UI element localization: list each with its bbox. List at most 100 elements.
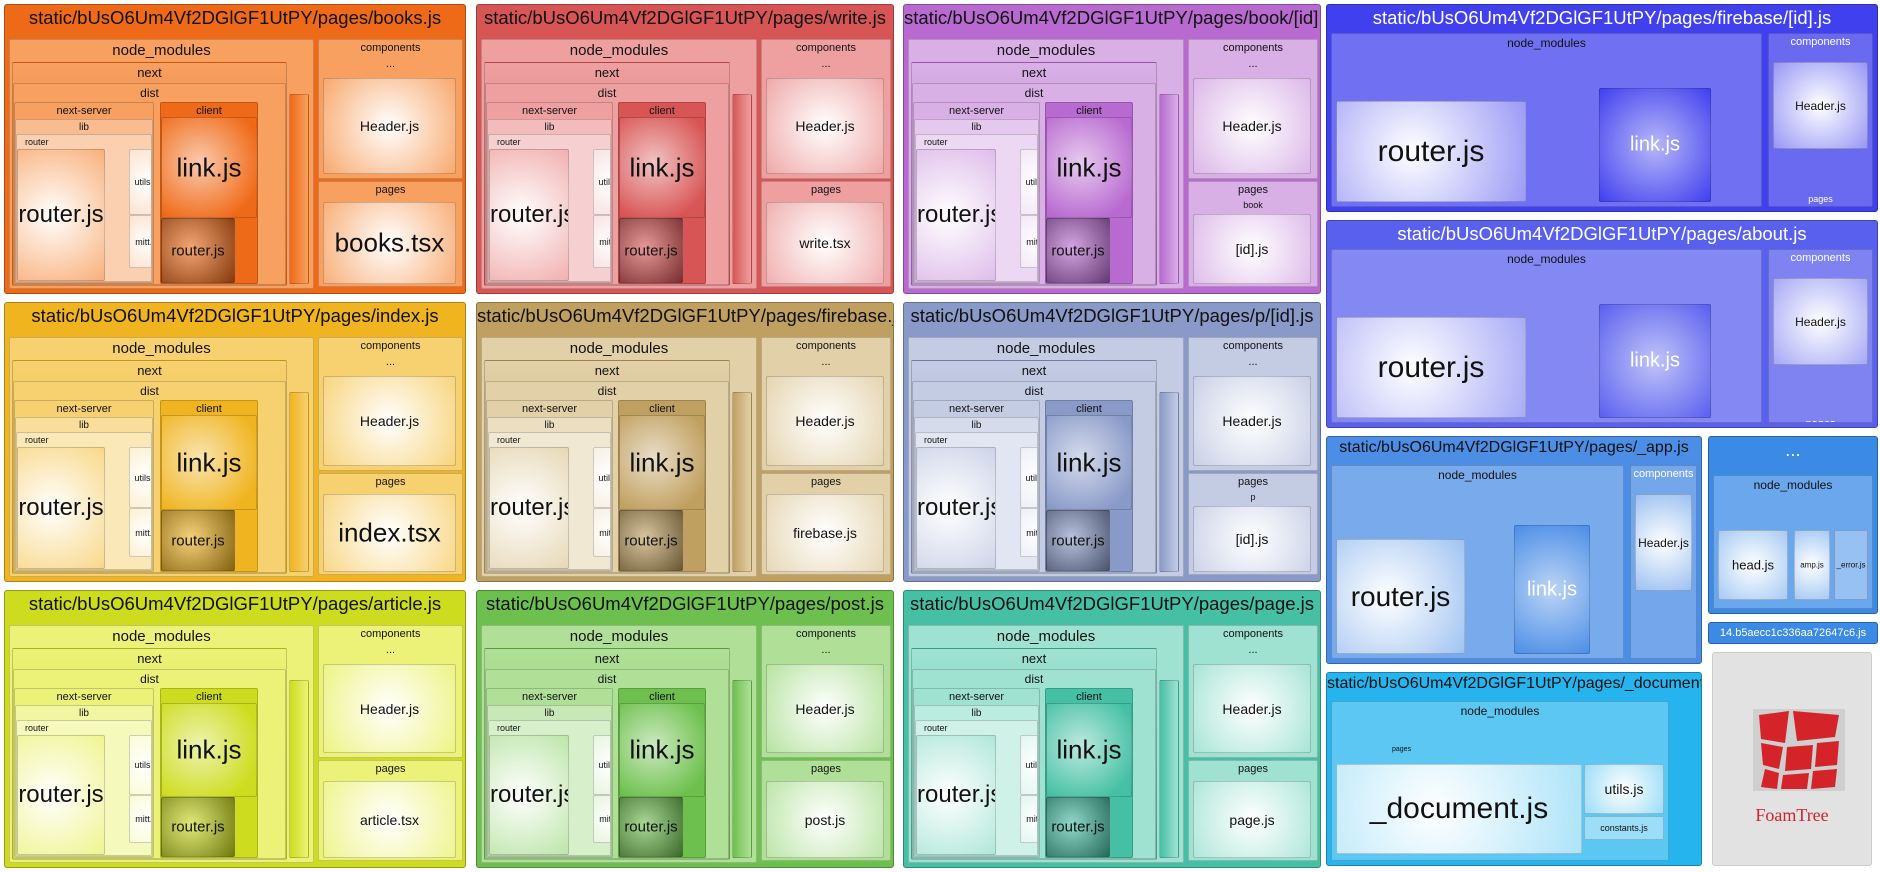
bundle-group[interactable]: static/bUsO6Um4Vf2DGlGF1UtPY/pages/about…: [1326, 220, 1878, 428]
utils-js-box[interactable]: utils.js: [593, 149, 610, 215]
bundle-group[interactable]: static/bUsO6Um4Vf2DGlGF1UtPY/pages/page.…: [903, 590, 1321, 868]
constants-js-box[interactable]: constants.js: [1584, 816, 1664, 840]
next-server-box[interactable]: next-serverlibrouterrouter.jsutils.jsmit…: [486, 102, 613, 284]
utils-js-box[interactable]: utils.js: [1020, 447, 1037, 508]
client-router-js-box[interactable]: router.js: [161, 797, 235, 857]
header-js-box[interactable]: Header.js: [766, 664, 884, 753]
head-js-box[interactable]: head.js: [1718, 530, 1788, 600]
page-file-box[interactable]: [id].js: [1193, 214, 1311, 284]
header-js-box[interactable]: Header.js: [323, 78, 456, 174]
link-js-box[interactable]: link.js: [1046, 703, 1132, 797]
utils-js-box[interactable]: utils.js: [1020, 735, 1037, 795]
bundle-group[interactable]: static/bUsO6Um4Vf2DGlGF1UtPY/pages/p/[id…: [903, 302, 1321, 582]
header-js-box[interactable]: Header.js: [766, 376, 884, 466]
components-box[interactable]: components...Header.js: [761, 39, 891, 179]
components-box[interactable]: components...Header.js: [318, 625, 463, 758]
components-box[interactable]: components...Header.js: [318, 39, 463, 179]
dist-box[interactable]: distnext-serverlibrouterrouter.jsutils.j…: [13, 83, 286, 285]
components-box[interactable]: components...Header.js: [761, 625, 891, 758]
bundle-group[interactable]: static/bUsO6Um4Vf2DGlGF1UtPY/pages/_app.…: [1326, 436, 1702, 664]
page-file-box[interactable]: index.tsx: [323, 494, 456, 572]
module-strip[interactable]: [1159, 392, 1179, 572]
dist-box[interactable]: distnext-serverlibrouterrouter.jsutils.j…: [485, 83, 729, 285]
header-js-box[interactable]: Header.js: [1635, 494, 1692, 591]
bundle-group[interactable]: static/bUsO6Um4Vf2DGlGF1UtPY/pages/post.…: [476, 590, 894, 868]
utils-js-box[interactable]: utils.js: [1584, 764, 1664, 814]
dist-box[interactable]: distnext-serverlibrouterrouter.jsutils.j…: [912, 83, 1156, 285]
module-strip[interactable]: [732, 392, 752, 572]
next-server-box[interactable]: next-serverlibrouterrouter.jsutils.jsmit…: [913, 688, 1040, 858]
utils-js-box[interactable]: utils.js: [593, 735, 610, 795]
router-js-box[interactable]: router.js: [17, 735, 105, 855]
module-strip[interactable]: [732, 680, 752, 858]
mitt-js-box[interactable]: mitt.js: [1020, 215, 1037, 268]
router-js-box[interactable]: router.js: [17, 149, 105, 281]
next-server-box[interactable]: next-serverlibrouterrouter.jsutils.jsmit…: [486, 688, 613, 858]
link-js-box[interactable]: link.js: [619, 117, 705, 218]
module-strip[interactable]: [732, 94, 752, 284]
page-file-box[interactable]: page.js: [1193, 781, 1311, 858]
bundle-group[interactable]: static/bUsO6Um4Vf2DGlGF1UtPY/pages/index…: [4, 302, 466, 582]
link-js-box[interactable]: link.js: [619, 415, 705, 510]
client-router-js-box[interactable]: router.js: [1046, 797, 1110, 857]
header-js-box[interactable]: Header.js: [323, 376, 456, 466]
router-js-box[interactable]: router.js: [916, 149, 996, 281]
mitt-js-box[interactable]: mitt.js: [593, 215, 610, 268]
module-strip[interactable]: [1159, 94, 1179, 284]
next-server-box[interactable]: next-serverlibrouterrouter.jsutils.jsmit…: [913, 102, 1040, 284]
link-js-box[interactable]: link.js: [161, 117, 257, 218]
client-router-js-box[interactable]: router.js: [619, 510, 683, 571]
next-server-box[interactable]: next-serverlibrouterrouter.jsutils.jsmit…: [14, 400, 154, 572]
bundle-group[interactable]: static/bUsO6Um4Vf2DGlGF1UtPY/pages/fireb…: [476, 302, 894, 582]
client-router-js-box[interactable]: router.js: [619, 218, 683, 283]
amp-js-box[interactable]: amp.js: [1794, 530, 1830, 600]
components-box[interactable]: components...Header.js: [1188, 337, 1318, 471]
client-router-js-box[interactable]: router.js: [619, 797, 683, 857]
router-js-box[interactable]: router.js: [916, 447, 996, 569]
router-js-box[interactable]: router.js: [489, 149, 569, 281]
bundle-group[interactable]: static/bUsO6Um4Vf2DGlGF1UtPY/pages/book/…: [903, 4, 1321, 294]
bundle-group[interactable]: static/bUsO6Um4Vf2DGlGF1UtPY/pages/fireb…: [1326, 4, 1878, 212]
utils-js-box[interactable]: utils.js: [593, 447, 610, 508]
router-js-box[interactable]: router.js: [17, 447, 105, 569]
mitt-js-box[interactable]: mitt.js: [1020, 508, 1037, 557]
client-router-js-box[interactable]: router.js: [1046, 510, 1110, 571]
link-js-box[interactable]: link.js: [1599, 88, 1711, 202]
client-router-js-box[interactable]: router.js: [1046, 218, 1110, 283]
next-server-box[interactable]: next-serverlibrouterrouter.jsutils.jsmit…: [486, 400, 613, 572]
page-file-box[interactable]: books.tsx: [323, 202, 456, 284]
next-server-box[interactable]: next-serverlibrouterrouter.jsutils.jsmit…: [913, 400, 1040, 572]
module-strip[interactable]: [289, 392, 309, 572]
